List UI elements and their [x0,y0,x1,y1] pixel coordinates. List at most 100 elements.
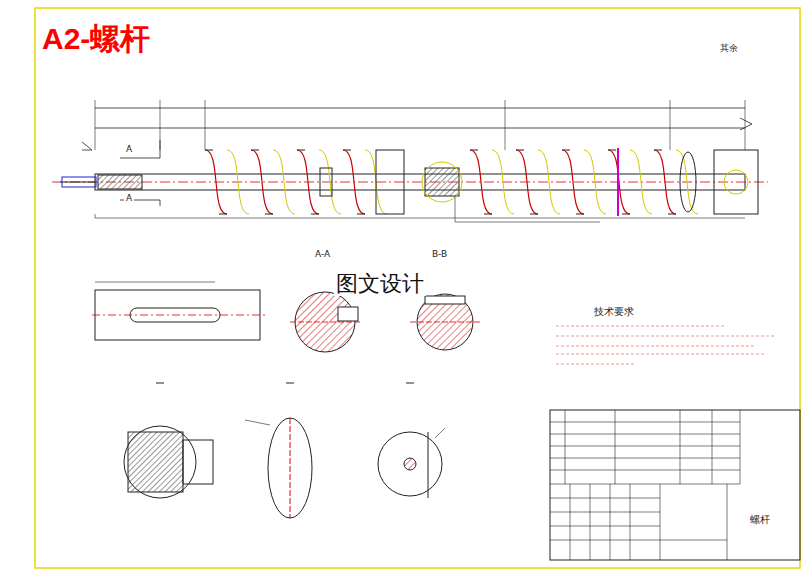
key-slot [338,307,358,321]
screw-flight-back [273,150,295,214]
flight-edge [219,214,227,215]
flight-edge [516,150,524,151]
flight-edge [608,150,616,151]
detail-ellipse [268,418,312,518]
collar [320,168,332,196]
screw-flight [343,150,365,214]
note-line [556,364,636,365]
leader-line [455,196,600,222]
table-rule [550,422,740,423]
flight-edge [562,150,570,151]
thread-joint [425,168,459,196]
shaft-body [95,174,745,190]
thread-end [98,175,142,189]
coupling-sleeve [376,150,404,214]
screw-flight [470,150,492,214]
table-rule [550,470,740,471]
table-rule [550,498,660,499]
table-rule [610,484,611,560]
section-title: B-B [430,250,449,260]
center-line [92,315,265,316]
part-name: 螺杆 [748,514,772,525]
detail-view [124,426,196,498]
dimension-line [505,128,670,129]
screw-flight [205,150,227,214]
flight-edge [668,214,676,215]
table-rule [550,446,740,447]
screw-flight-back [319,150,341,214]
screw-flight [251,150,273,214]
table-rule [550,512,660,513]
flight-edge [265,214,273,215]
table-rule [660,540,727,541]
table-rule [570,484,571,560]
dimension-line [95,128,205,129]
flight-edge [251,150,259,151]
screw-flight-back [492,150,514,214]
view-mark [286,383,294,384]
note-line [556,326,726,327]
note-line [556,336,776,337]
dimension-line [95,214,745,218]
leader-line [245,420,270,425]
center-line [290,418,291,518]
flight-edge [297,150,305,151]
section-letter: A [124,145,134,155]
sheet-border [35,8,800,568]
shaft-stub [60,182,95,183]
detail-hub [404,458,416,470]
dimension-line [205,128,505,129]
flight-edge [530,214,538,215]
flight-edge [205,150,213,151]
detail-circle [422,162,462,202]
view-mark [406,383,414,384]
flange-mark [617,148,619,216]
screw-flight [516,150,538,214]
screw-flight [297,150,319,214]
bearing-ellipse [680,152,696,212]
dimension-line [670,128,745,129]
drawing-title: A2-螺杆 [40,22,152,55]
flight-edge [654,150,662,151]
flight-edge [311,214,319,215]
flight-edge [343,150,351,151]
table-rule [565,410,566,484]
note-line [556,346,756,347]
screw-flight-back [538,150,560,214]
detail-circle-c [378,432,442,496]
notes-heading: 技术要求 [592,306,636,317]
dimension-line [95,108,745,109]
screw-flight [562,150,584,214]
table-rule [550,540,660,541]
generated-geometry [52,100,800,560]
table-rule [740,410,741,484]
flight-edge [470,150,478,151]
table-rule [660,484,661,560]
flight-edge [622,214,630,215]
table-rule [615,410,616,484]
screw-flight-back [676,150,698,214]
extension-line [745,100,746,150]
section-mark [120,140,160,158]
table-rule [712,410,713,484]
flight-edge [484,214,492,215]
table-rule [550,458,740,459]
screw-flight-back [227,150,249,214]
view-mark [156,383,164,384]
title-block [550,410,800,560]
dimension-line [95,282,215,283]
section-letter: A [124,194,134,204]
table-rule [550,526,660,527]
center-line [410,322,480,323]
note-line [556,354,766,355]
table-rule [550,434,740,435]
detail-edge [428,432,429,498]
extension-line [670,100,671,150]
center-line [290,322,360,323]
roughness-symbol [82,142,92,150]
table-rule [590,484,591,560]
extension-line [505,100,506,150]
end-circle [724,170,748,194]
flight-edge [576,214,584,215]
